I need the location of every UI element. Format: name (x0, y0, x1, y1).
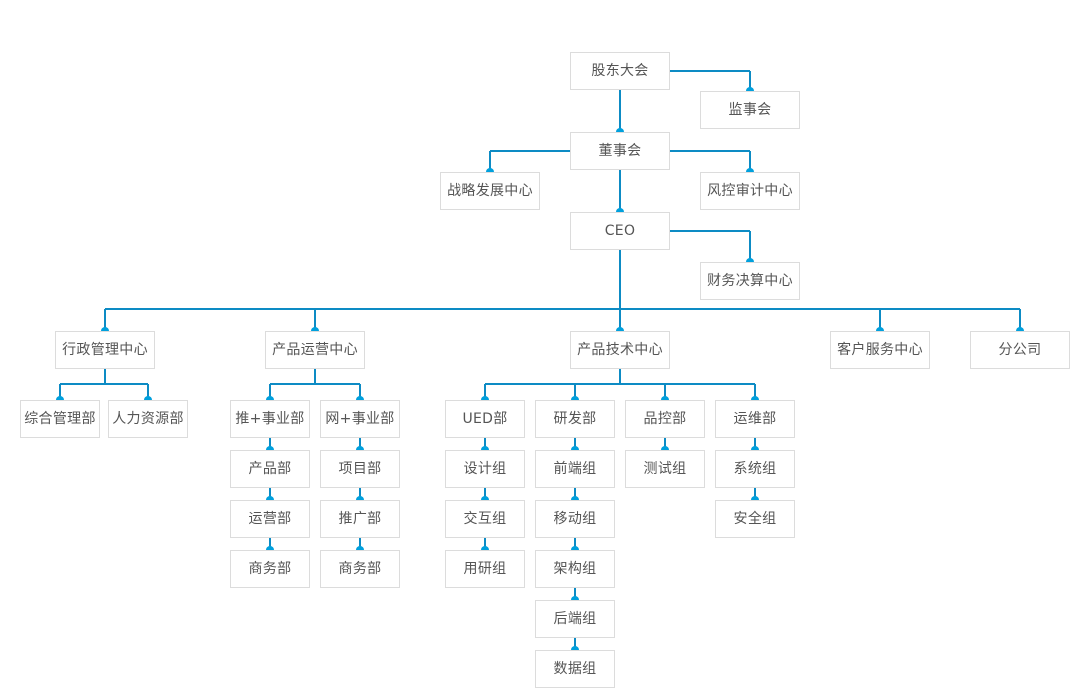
org-node-label: 推广部 (338, 511, 382, 527)
org-node-label: 客户服务中心 (837, 342, 923, 358)
org-node-label: 网+事业部 (325, 411, 395, 427)
org-node-c1[interactable]: 行政管理中心 (55, 331, 155, 369)
org-node-g3[interactable]: 安全组 (715, 500, 795, 538)
org-node-label: 综合管理部 (24, 411, 96, 427)
org-node-d4[interactable]: 用研组 (445, 550, 525, 588)
org-node-c5[interactable]: 分公司 (970, 331, 1070, 369)
org-node-label: 股东大会 (591, 63, 649, 79)
org-node-e5[interactable]: 后端组 (535, 600, 615, 638)
org-node-n4[interactable]: 战略发展中心 (440, 172, 540, 210)
org-node-e4[interactable]: 架构组 (535, 550, 615, 588)
org-node-b7[interactable]: 推广部 (320, 500, 400, 538)
org-node-label: 安全组 (733, 511, 777, 527)
org-node-b4[interactable]: 商务部 (230, 550, 310, 588)
org-node-label: 财务决算中心 (707, 273, 793, 289)
org-node-d2[interactable]: 设计组 (445, 450, 525, 488)
org-node-e3[interactable]: 移动组 (535, 500, 615, 538)
org-node-e6[interactable]: 数据组 (535, 650, 615, 688)
org-node-label: 运维部 (733, 411, 777, 427)
org-node-n1[interactable]: 股东大会 (570, 52, 670, 90)
org-node-e2[interactable]: 前端组 (535, 450, 615, 488)
org-node-label: 项目部 (338, 461, 382, 477)
org-node-label: 交互组 (463, 511, 507, 527)
org-node-a1[interactable]: 综合管理部 (20, 400, 100, 438)
org-node-label: 风控审计中心 (707, 183, 793, 199)
org-node-label: 分公司 (998, 342, 1042, 358)
org-node-label: 前端组 (553, 461, 597, 477)
org-node-b1[interactable]: 推+事业部 (230, 400, 310, 438)
org-node-label: 推+事业部 (235, 411, 305, 427)
org-node-d1[interactable]: UED部 (445, 400, 525, 438)
org-node-b6[interactable]: 项目部 (320, 450, 400, 488)
org-node-label: 数据组 (553, 661, 597, 677)
org-node-label: 后端组 (553, 611, 597, 627)
org-node-label: 测试组 (643, 461, 687, 477)
org-node-f1[interactable]: 品控部 (625, 400, 705, 438)
org-node-b3[interactable]: 运营部 (230, 500, 310, 538)
org-node-g2[interactable]: 系统组 (715, 450, 795, 488)
org-node-label: 用研组 (463, 561, 507, 577)
org-node-n6[interactable]: CEO (570, 212, 670, 250)
org-node-label: 董事会 (598, 143, 642, 159)
org-node-d3[interactable]: 交互组 (445, 500, 525, 538)
org-node-f2[interactable]: 测试组 (625, 450, 705, 488)
org-node-e1[interactable]: 研发部 (535, 400, 615, 438)
org-node-n3[interactable]: 董事会 (570, 132, 670, 170)
org-node-b5[interactable]: 网+事业部 (320, 400, 400, 438)
org-node-label: 研发部 (553, 411, 597, 427)
org-node-label: 行政管理中心 (62, 342, 148, 358)
org-node-label: 商务部 (338, 561, 382, 577)
org-node-n7[interactable]: 财务决算中心 (700, 262, 800, 300)
org-node-label: UED部 (462, 411, 508, 427)
org-node-c2[interactable]: 产品运营中心 (265, 331, 365, 369)
org-node-b2[interactable]: 产品部 (230, 450, 310, 488)
org-node-label: 架构组 (553, 561, 597, 577)
org-node-c3[interactable]: 产品技术中心 (570, 331, 670, 369)
org-node-label: 运营部 (248, 511, 292, 527)
org-node-label: 商务部 (248, 561, 292, 577)
org-node-c4[interactable]: 客户服务中心 (830, 331, 930, 369)
org-node-n5[interactable]: 风控审计中心 (700, 172, 800, 210)
org-node-label: 人力资源部 (112, 411, 184, 427)
org-node-label: CEO (604, 223, 636, 239)
org-node-a2[interactable]: 人力资源部 (108, 400, 188, 438)
org-node-b8[interactable]: 商务部 (320, 550, 400, 588)
org-node-label: 战略发展中心 (447, 183, 533, 199)
org-node-label: 监事会 (728, 102, 772, 118)
org-node-label: 移动组 (553, 511, 597, 527)
org-node-n2[interactable]: 监事会 (700, 91, 800, 129)
org-node-label: 设计组 (463, 461, 507, 477)
org-node-g1[interactable]: 运维部 (715, 400, 795, 438)
org-node-label: 产品技术中心 (577, 342, 663, 358)
org-node-label: 系统组 (733, 461, 777, 477)
org-node-label: 品控部 (643, 411, 687, 427)
org-node-label: 产品部 (248, 461, 292, 477)
org-node-label: 产品运营中心 (272, 342, 358, 358)
